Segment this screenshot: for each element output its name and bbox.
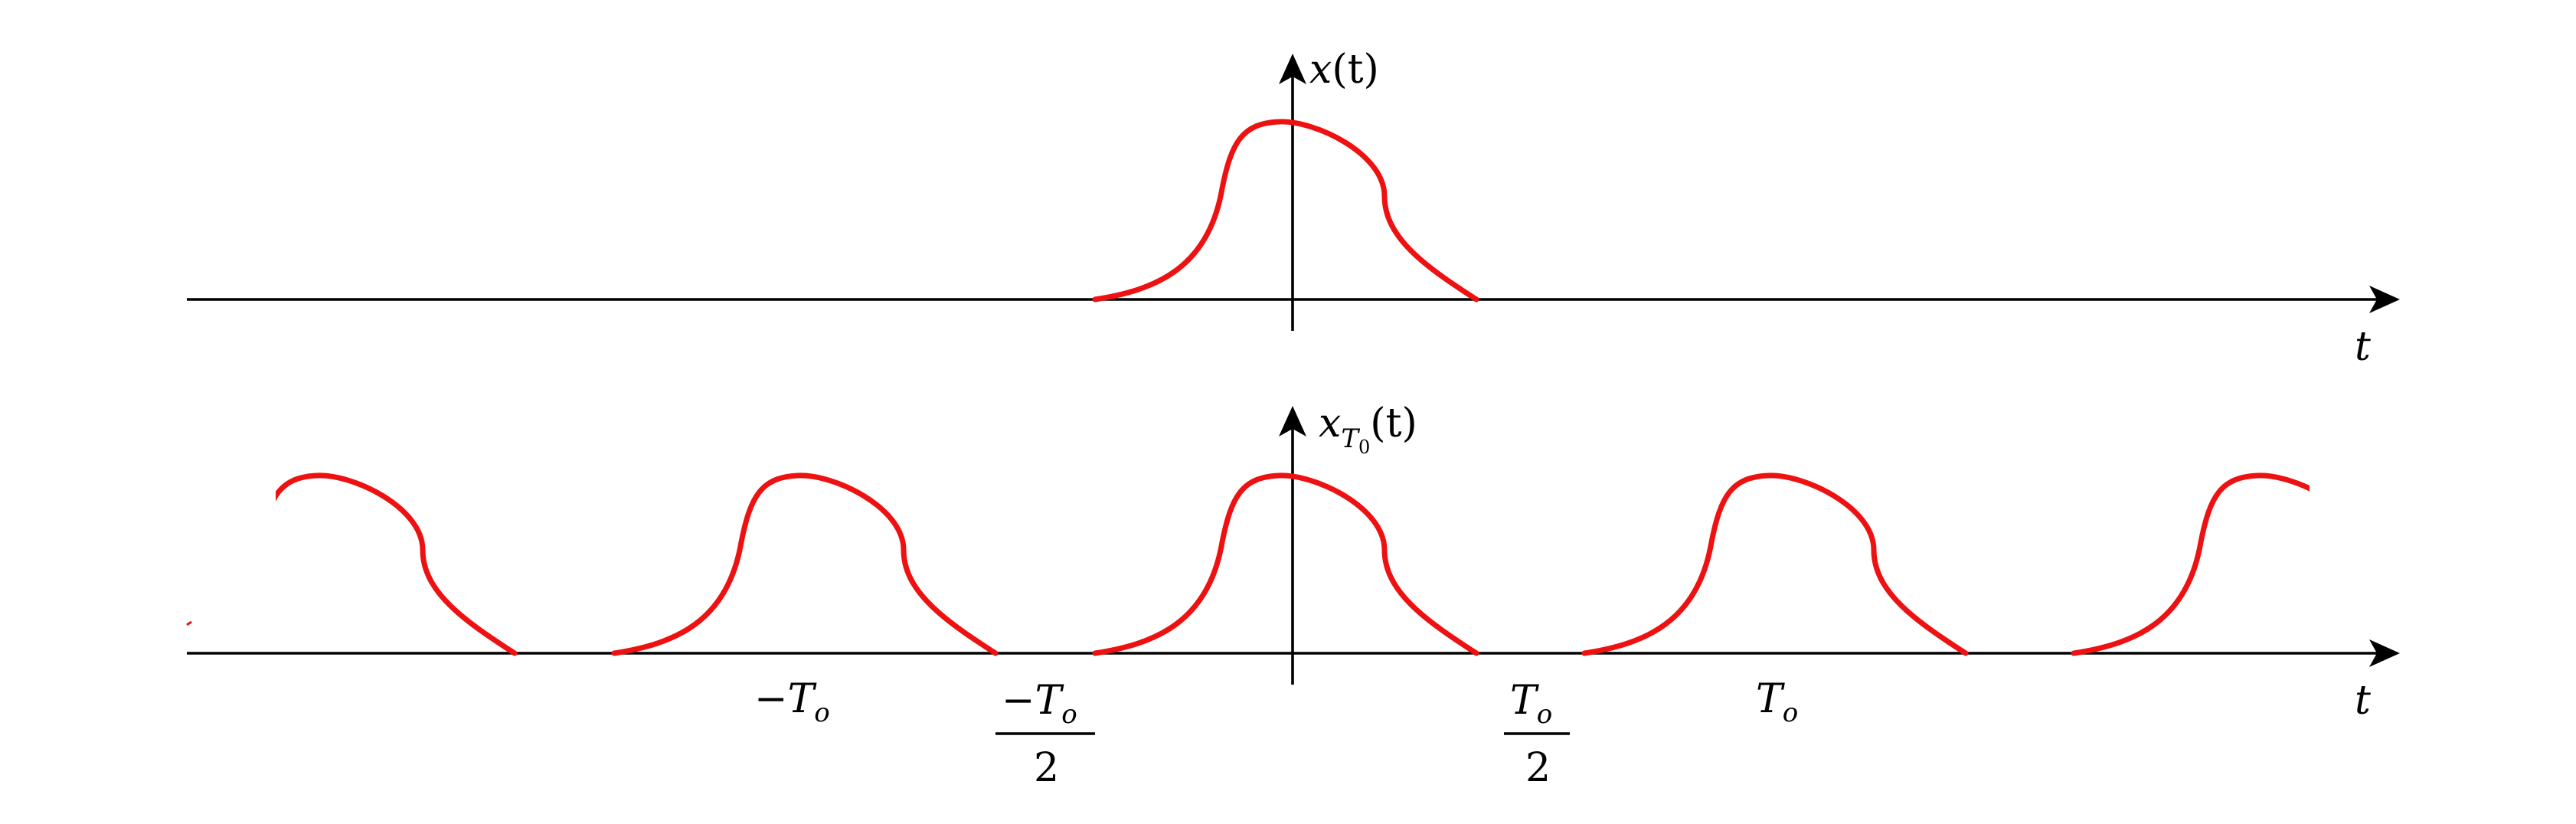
pulse-copy <box>133 476 515 653</box>
bottom-y-axis-arrowhead <box>1279 406 1306 437</box>
top-pulse <box>1095 122 1476 299</box>
pulse-copy <box>1095 476 1476 653</box>
bottom-plot: xT0(t) t −To −To 2 To 2 To <box>133 401 2455 791</box>
top-plot: x(t) t <box>187 47 2400 370</box>
tick-label-pos-half-period: To 2 <box>1504 678 1570 791</box>
svg-text:To: To <box>1510 678 1552 730</box>
stray-mark <box>186 620 192 626</box>
bottom-y-label: xT0(t) <box>1319 401 1417 458</box>
bottom-t-axis-label: t <box>2355 678 2371 724</box>
periodic-signal <box>133 476 2455 653</box>
tick-label-neg-period: −To <box>754 676 830 728</box>
svg-text:2: 2 <box>1525 745 1551 791</box>
pulse-copy <box>1584 476 1966 653</box>
tick-label-neg-half-period: −To 2 <box>995 678 1095 791</box>
svg-text:−To: −To <box>1002 678 1077 730</box>
tick-label-pos-period: To <box>1756 676 1798 728</box>
pulse-copy <box>614 476 995 653</box>
pulse-copy <box>2074 476 2455 653</box>
top-t-axis-label: t <box>2355 324 2371 370</box>
svg-text:2: 2 <box>1034 745 1059 791</box>
top-t-axis-arrowhead <box>2369 286 2400 313</box>
bottom-t-axis-arrowhead <box>2369 639 2400 667</box>
top-y-label: x(t) <box>1309 47 1379 93</box>
top-y-axis-arrowhead <box>1279 54 1306 84</box>
